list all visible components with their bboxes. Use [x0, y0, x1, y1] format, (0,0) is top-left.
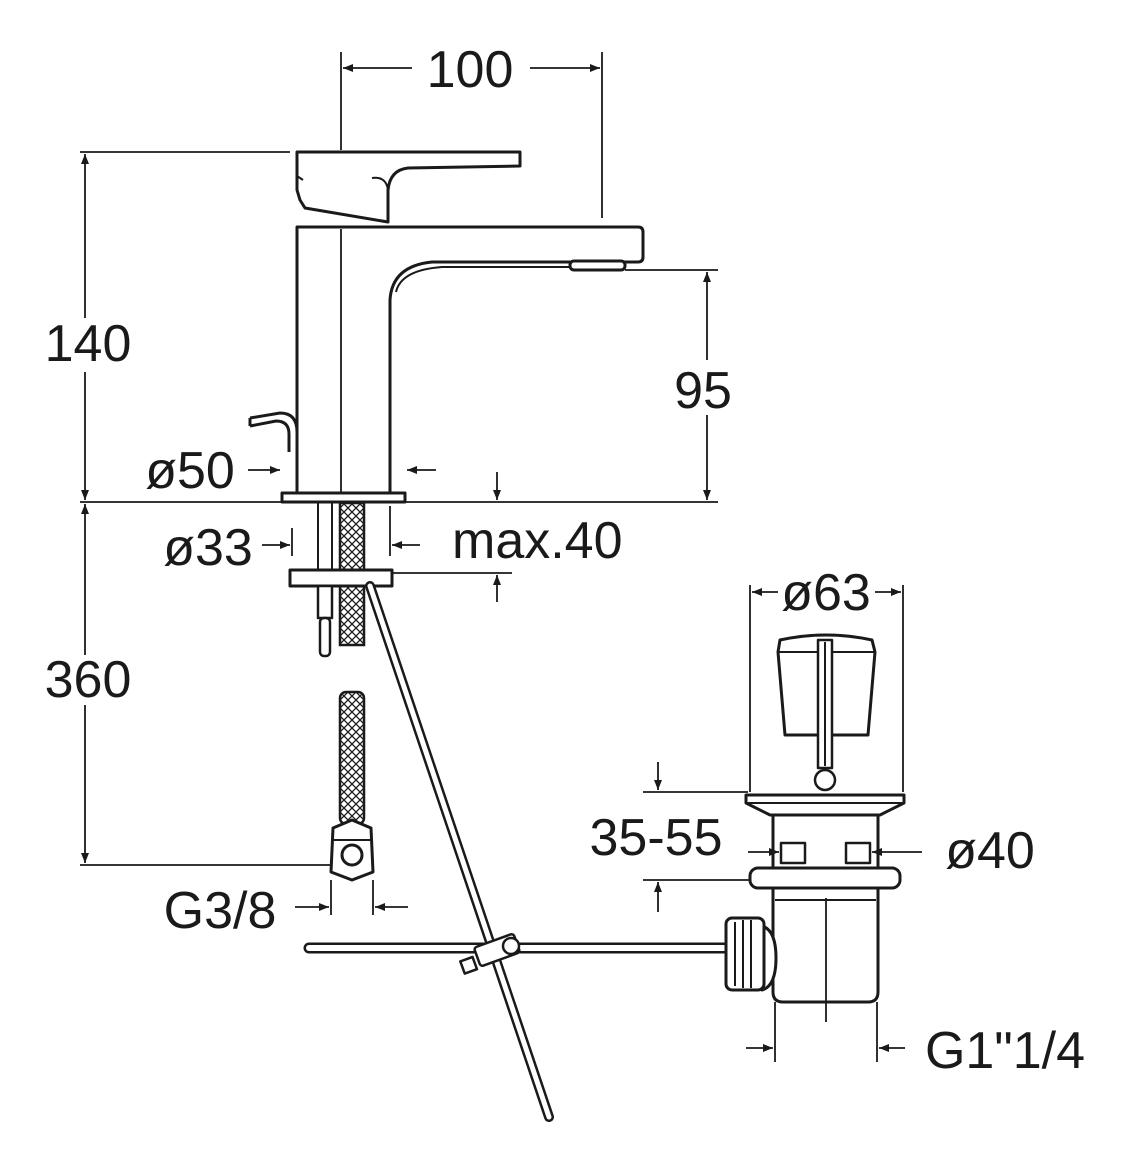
- label-waste-thread: G1"1/4: [925, 1022, 1085, 1080]
- dimension-hole-diameter: ø33: [163, 506, 420, 577]
- dimension-total-height: 140: [45, 151, 290, 500]
- label-spout-reach: 100: [427, 41, 514, 99]
- dimension-waste-adjust: 35-55: [590, 762, 750, 912]
- label-deck-thickness: max.40: [452, 512, 623, 570]
- popup-pull-rod-fill: [367, 583, 552, 1120]
- rod-clamp-nut: [459, 955, 479, 975]
- dimension-plug-diameter: ø63: [749, 564, 904, 792]
- label-hose-length: 360: [45, 651, 132, 709]
- fixing-stud-lower: [316, 584, 334, 620]
- braided-hose-lower: [338, 690, 366, 826]
- drain-lower-flange: [748, 866, 902, 890]
- label-hose-connection: G3/8: [164, 882, 277, 940]
- label-total-height: 140: [45, 315, 132, 373]
- dimension-waste-hole-diameter: ø40: [748, 822, 1035, 880]
- dimension-waste-thread: G1"1/4: [746, 1002, 1085, 1080]
- popup-rod-assembly: [303, 581, 730, 1122]
- dimension-deck-thickness: max.40: [392, 472, 623, 602]
- spout-underside-curve: [395, 266, 570, 293]
- faucet-handle-detail: [296, 175, 389, 191]
- label-waste-hole-diameter: ø40: [945, 822, 1035, 880]
- drain-plug-ring: [813, 768, 837, 792]
- under-deck-fixing: [288, 501, 394, 658]
- dimension-spout-height: 95: [625, 269, 732, 500]
- drain-clip-left: [779, 841, 807, 865]
- drain-overflow-nut-ribs: [734, 920, 752, 988]
- fixing-rod-tip: [318, 616, 332, 658]
- drain-clip-right: [844, 841, 872, 865]
- faucet-base-plate: [280, 491, 407, 504]
- label-waste-adjust: 35-55: [590, 809, 723, 867]
- label-base-diameter: ø50: [145, 442, 235, 500]
- flexible-hose-lower: [329, 690, 375, 882]
- dimension-hose-length: 360: [45, 504, 332, 866]
- waste-drain-assembly: [724, 633, 906, 1022]
- drain-top-flange: [744, 793, 906, 817]
- dimension-hose-connection: G3/8: [164, 880, 408, 940]
- label-plug-diameter: ø63: [781, 564, 871, 622]
- label-hole-diameter: ø33: [163, 519, 253, 577]
- label-spout-height: 95: [674, 362, 732, 420]
- faucet: [248, 150, 645, 510]
- dimension-base-diameter: ø50: [145, 442, 436, 500]
- drain-overflow-nut: [724, 916, 766, 992]
- rod-clamp-screw: [501, 936, 521, 956]
- popup-lever: [248, 411, 299, 452]
- spout-aerator: [568, 259, 627, 272]
- fixing-nut-plate: [288, 568, 394, 588]
- hose-nut-bore: [340, 843, 364, 867]
- dimension-spout-reach: 100: [340, 41, 603, 218]
- faucet-body: [295, 225, 645, 495]
- faucet-handle: [295, 150, 522, 224]
